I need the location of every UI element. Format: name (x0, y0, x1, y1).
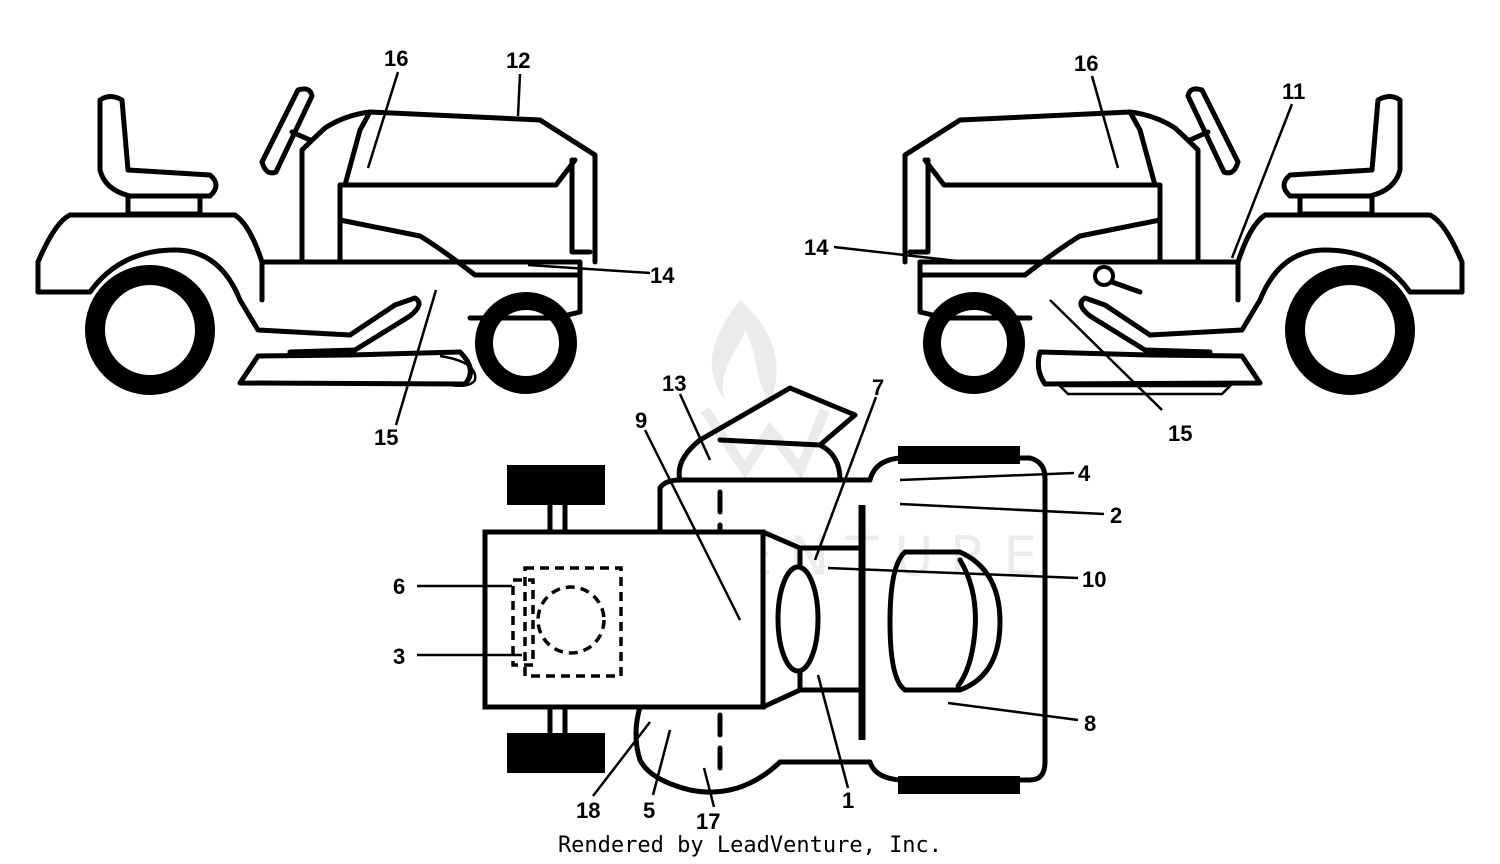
rendered-by-footer: Rendered by LeadVenture, Inc. (558, 833, 942, 858)
callout-labels: 16 12 14 15 16 11 14 15 13 9 7 4 2 10 6 … (374, 46, 1305, 834)
callout-left-12: 12 (506, 48, 530, 73)
callout-top-8: 8 (1084, 711, 1096, 736)
callout-left-16: 16 (384, 46, 408, 71)
callout-right-15: 15 (1168, 421, 1192, 446)
callout-top-2: 2 (1110, 503, 1122, 528)
callout-left-15: 15 (374, 425, 398, 450)
leadventure-watermark-logo (700, 300, 830, 480)
callout-left-14: 14 (650, 263, 675, 288)
callout-top-10: 10 (1082, 567, 1106, 592)
callout-top-18: 18 (576, 798, 600, 823)
right-side-view-tractor (902, 86, 1465, 396)
left-side-view-tractor (35, 86, 598, 395)
callout-right-11: 11 (1282, 79, 1305, 104)
callout-top-1: 1 (842, 788, 854, 813)
top-view-tractor (482, 385, 1048, 795)
callout-top-3: 3 (393, 644, 405, 669)
callout-top-5: 5 (643, 798, 655, 823)
callout-top-17: 17 (696, 809, 720, 834)
callout-top-4: 4 (1078, 461, 1091, 486)
callout-right-14: 14 (804, 235, 829, 260)
callout-right-16: 16 (1074, 51, 1098, 76)
callout-top-6: 6 (393, 574, 405, 599)
callout-top-13: 13 (662, 371, 686, 396)
leader-lines (366, 71, 1294, 808)
callout-top-9: 9 (635, 408, 647, 433)
callout-top-7: 7 (872, 375, 884, 400)
